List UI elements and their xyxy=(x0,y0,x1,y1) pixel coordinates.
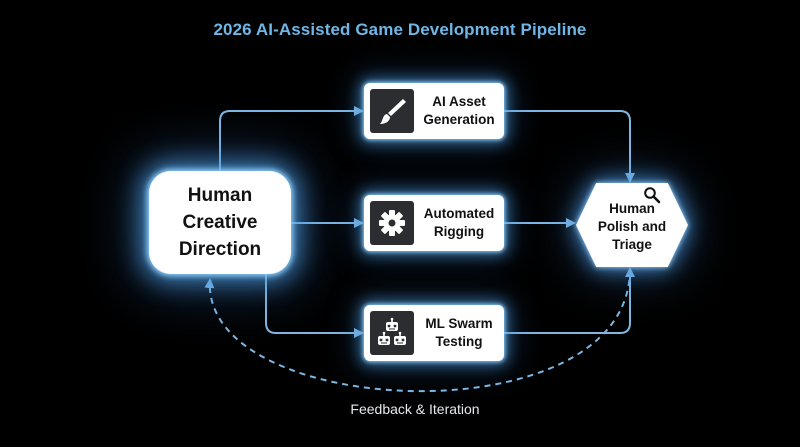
magnifier-icon xyxy=(644,187,661,204)
node-ai-asset-generation-label: AI Asset Generation xyxy=(423,94,495,127)
arrow-feedback-loop xyxy=(204,268,631,393)
node-ml-swarm-testing-label: ML Swarm Testing xyxy=(425,316,493,349)
arrow-testing-to-polish xyxy=(504,267,635,334)
arrow-direction-to-testing xyxy=(265,274,364,338)
node-human-creative-direction-label: Human Creative Direction xyxy=(178,185,262,260)
arrow-direction-to-asset xyxy=(219,106,364,171)
node-human-creative-direction: Human Creative Direction xyxy=(149,171,291,274)
arrow-asset-to-polish xyxy=(504,110,635,183)
node-human-polish-and-triage-label: Human Polish and Triage xyxy=(597,201,667,252)
hexagon-shape xyxy=(576,183,688,267)
robots-icon xyxy=(370,311,414,355)
node-ml-swarm-testing: ML Swarm Testing xyxy=(364,305,504,361)
feedback-loop-label: Feedback & Iteration xyxy=(350,401,480,417)
gear-icon xyxy=(370,201,414,245)
node-ai-asset-generation: AI Asset Generation xyxy=(364,83,504,139)
paintbrush-icon xyxy=(370,89,414,133)
diagram-title: 2026 AI-Assisted Game Development Pipeli… xyxy=(213,20,587,39)
node-human-polish-and-triage: Human Polish and Triage xyxy=(576,183,688,267)
node-automated-rigging: Automated Rigging xyxy=(364,195,504,251)
node-automated-rigging-label: Automated Rigging xyxy=(423,206,495,239)
